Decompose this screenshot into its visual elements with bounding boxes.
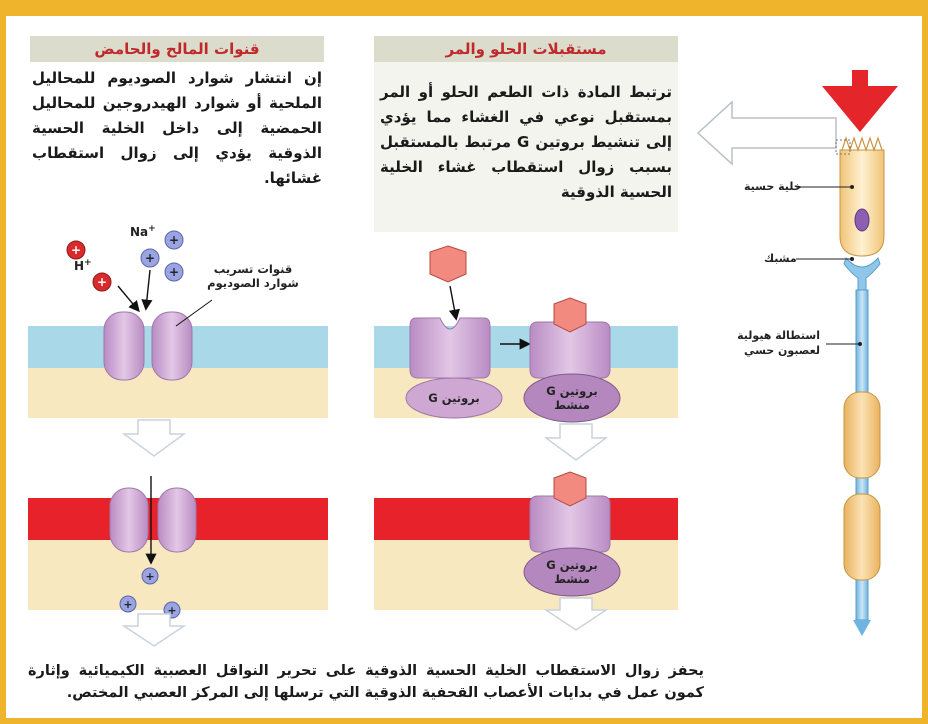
svg-text:+: + — [169, 233, 179, 247]
header-sweet-bitter: مستقبلات الحلو والمر — [374, 36, 678, 62]
fiber-arrow-tip — [853, 620, 871, 636]
svg-text:+: + — [169, 265, 179, 279]
paragraph-summary: يحفز زوال الاستقطاب الخلية الحسية الذوقي… — [28, 660, 704, 704]
paragraph-salty-sour: إن انتشار شوارد الصوديوم للمحاليل الملحي… — [32, 66, 322, 191]
sodium-label: Na+ — [130, 224, 156, 239]
synapse-label: مشبك — [764, 252, 797, 265]
svg-text:+: + — [145, 251, 155, 265]
g-protein-active-label-bottom: بروتين G منشط — [538, 558, 606, 586]
g-protein-active-label: بروتين G منشط — [538, 384, 606, 412]
bound-molecule — [554, 298, 586, 332]
binding-arrow — [450, 286, 456, 318]
pointer-arrow — [698, 102, 836, 164]
fiber-label: استطالة هيولية لعصبون حسي — [724, 328, 820, 358]
bound-molecule-bottom — [554, 472, 586, 506]
g-protein-label: بروتين G — [418, 391, 490, 405]
header-salty-sour: قنوات المالح والحامض — [30, 36, 324, 62]
svg-text:+: + — [145, 570, 154, 583]
down-arrow-left-2 — [124, 614, 184, 646]
myelin-sheath-1 — [844, 392, 880, 478]
sensory-cell-label: خلية حسية — [744, 180, 802, 193]
cell-nucleus — [855, 209, 869, 231]
ion-arrow-2 — [146, 270, 150, 308]
svg-text:+: + — [123, 598, 132, 611]
paragraph-sweet-bitter: ترتبط المادة ذات الطعم الحلو أو المر بمس… — [380, 80, 672, 205]
top-band — [6, 6, 922, 16]
membrane-right-bottom — [374, 498, 678, 540]
hydrogen-label: H+ — [74, 258, 92, 273]
taste-cell — [840, 150, 884, 256]
myelin-sheath-2 — [844, 494, 880, 580]
down-arrow-right-1 — [546, 424, 606, 460]
svg-text:+: + — [71, 243, 81, 257]
svg-text:+: + — [97, 275, 107, 289]
tastant-molecule — [430, 246, 466, 282]
sodium-channels-label: قنوات تسريب شوارد الصوديوم — [198, 262, 308, 290]
ion-arrow-1 — [118, 286, 138, 310]
down-arrow-left-1 — [124, 420, 184, 456]
